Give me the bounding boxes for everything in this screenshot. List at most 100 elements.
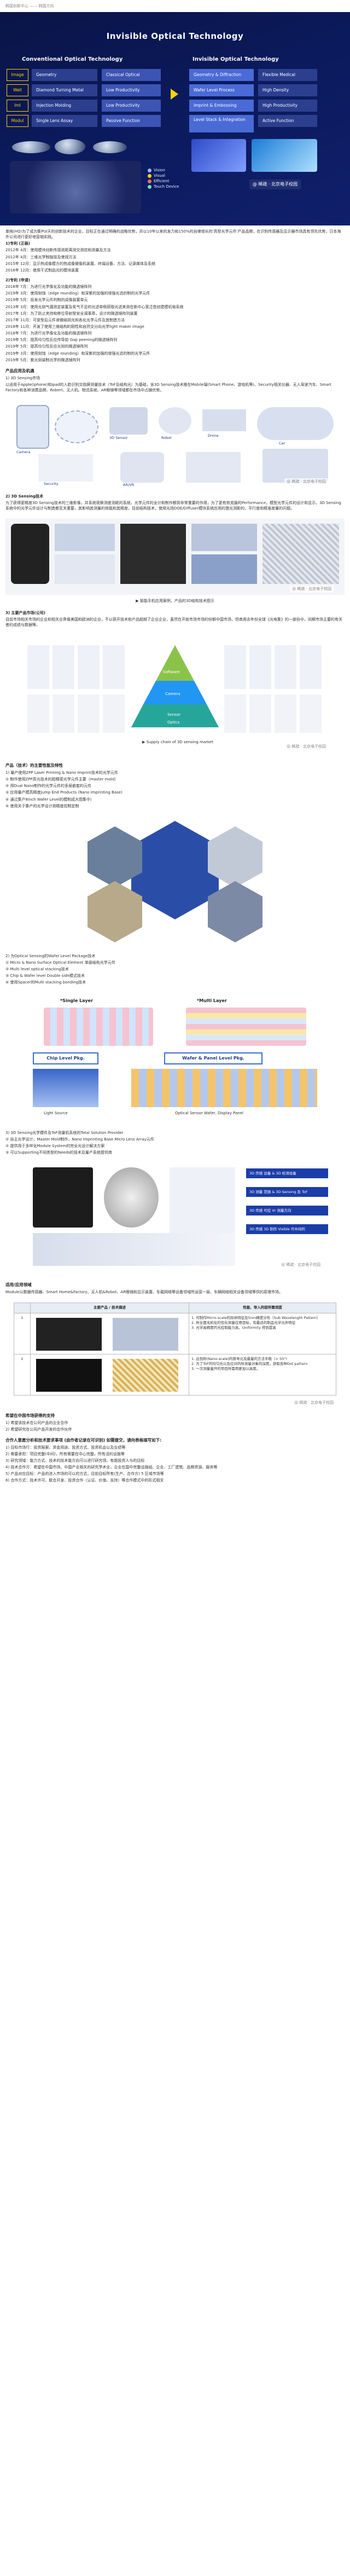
prod-item: ② 用Dual Nano制作的光学元件的多层嵌套的元件 <box>5 784 92 789</box>
prod-item: ① 制作使用ZPP高光技术的超精密光学元件主要（master mold） <box>5 777 119 782</box>
hero-mid-3: Low Productivity <box>102 100 161 112</box>
chip-photo <box>191 139 246 172</box>
prod-item: 1) 量产使用ZPP Laser Printing & Nano Imprint… <box>5 770 118 775</box>
face-scan-image <box>55 410 98 444</box>
watermark: @ 稀疏 · 北京电子校园 <box>284 478 328 485</box>
dot-pattern-image <box>120 523 186 584</box>
company-logos <box>27 645 126 690</box>
company-logos <box>224 694 323 733</box>
factory-image <box>186 452 241 483</box>
bottom-title: 合作人意愿分析和技术要求事项 (由作者记录在可识别) 如需提交，请向表格填写如下… <box>5 1437 162 1443</box>
intro-paragraph: 单纯(HO)为了成为集PUI天的创新技术的企业，目标正在通过明确的战略优势，并以… <box>5 229 341 240</box>
content: 希望在中国市场获得的支持 1) 希望该技术在公司产品的企业合作 2) 希望研究在… <box>0 1405 350 1487</box>
hero-left-4: Single Lens Assay <box>32 115 97 127</box>
apps-title: 产品应用及机遇 <box>5 368 34 373</box>
smartphone-image <box>11 523 49 584</box>
fig4-caption: ▶ Supply chain of 3D sensing market <box>142 740 213 745</box>
diffuser-image <box>191 523 257 551</box>
lens-module-image <box>104 1167 159 1228</box>
legend-item: Efficient <box>148 178 179 184</box>
figure-supply-chain: Software Camera Sensor Optics ▶ Supply c… <box>5 634 345 752</box>
hero-tag-3: ImI <box>7 100 28 112</box>
table-cell-perf: 1. 达到所(Nano-scale)的原导元及最量的方法平稳（> 50°) 2.… <box>189 1353 336 1396</box>
fig1-label: Camera <box>16 450 31 455</box>
content: 2) 为Optical Sensing的Wafer Level Package技… <box>0 950 350 989</box>
patent-heading: 1)专利 (正装) <box>5 241 30 246</box>
module-image <box>55 554 115 584</box>
legend-item: Visual <box>148 173 179 178</box>
timeline-b-item: 2017年 1月：为了防止夹持和移位导射型安全调事章，设计的微透镜阵列装置 <box>5 311 138 316</box>
face-scan-image <box>170 1167 235 1234</box>
timeline-b-item: 2018年 7月：为进行光学像化及功能的微透镜阵列 <box>5 285 92 290</box>
microlens-image <box>262 523 339 584</box>
hero-tag-4: Modul <box>7 115 28 127</box>
watermark: @ 稀疏 · 北京电子校园 <box>290 586 334 593</box>
perf-item: 1. 达到所(Nano-scale)的原导元及最量的方法平稳（> 50°) <box>191 1356 288 1361</box>
legend-dot-icon <box>148 173 151 178</box>
content: 2) 3D Sensing技术 为了获得更精度3D Sensing技术的三维影像… <box>0 490 350 514</box>
apply-text: Module以数据传感器、Smart Home&Factory、无人机&Robo… <box>5 1289 283 1294</box>
multi-layer-diagram <box>186 1007 306 1046</box>
hero-left-title: Conventional Optical Technology <box>22 56 123 62</box>
pyramid-svg <box>131 645 219 728</box>
lens-image <box>55 139 85 154</box>
pyramid-mid <box>143 681 207 705</box>
timeline-b-item: 2019年 3月：使用刻蚀（edge rounding）和深紫的加强的增强光滤的… <box>5 351 150 356</box>
perf-item: 3. 一次测量量开的项目所需用更加以高度。 <box>191 1367 260 1371</box>
fig7-label: 3D 传感 设备 & 3D 检测设备 <box>246 1168 328 1179</box>
dot-pattern-image <box>36 1358 102 1392</box>
bottom-item: 1) 目标市场行：投资报案、资金用途、投资方式、投资机会以及业绩等 <box>5 1445 126 1450</box>
table-cell-num: 2 <box>14 1353 31 1396</box>
lens-image <box>93 141 127 153</box>
chip-level-label: Chip Level Pkg. <box>33 1052 98 1064</box>
hexagon-shape <box>208 881 262 942</box>
drone-image <box>202 409 246 432</box>
apps-text-3: 目前市场相关市场的企业和相关业界像美国和欧洲的企业，不以获开技术和产品超越了企业… <box>5 617 342 627</box>
ar-glasses-image <box>120 452 164 483</box>
module-image <box>55 523 115 551</box>
legend-item: Touch Device <box>148 184 179 189</box>
prod-item-3: ② 提供用于多样化Module System的完全光设计解决方案 <box>5 1143 105 1148</box>
fig1-label: Drone <box>208 433 219 438</box>
legend-dot-icon <box>148 179 151 183</box>
car-image <box>257 407 334 441</box>
wafer-level-label: Wafer & Panel Level Pkg. <box>164 1052 262 1064</box>
hero-tag-1: Image <box>7 69 28 81</box>
content: 适用/应用领域 Module以数据传感器、Smart Home&Factory、… <box>0 1275 350 1298</box>
chip-photo <box>252 139 317 172</box>
dot-projector-image <box>33 1167 93 1228</box>
hero-left-3: Injection Molding <box>32 100 97 112</box>
perf-item: 3. 光学高精度的光控制能力高，Uniformity 得到提高 <box>191 1325 276 1330</box>
bottom-item: 4) 技术合作方：希望在中国市场，中国产业相关的研究学术业，企业在国中完整设施组… <box>5 1465 218 1470</box>
fig1-label: AR/VR <box>123 483 135 488</box>
robot-image <box>159 407 191 435</box>
bottom-item: 6) 合作方式：技术许可、联合开发、投资合作（认证、价值、支持）等合作模式中的形… <box>5 1478 164 1483</box>
timeline-b-item: 2019年 5月：提高均匀性反应传导前 Gap peening的微透镜阵列 <box>5 338 118 343</box>
hexagon-shape <box>88 826 142 888</box>
product-table: 主要产品 / 技术描述 性能、导入的前所需须提 1 1. 可制作Micro-sc… <box>14 1303 336 1396</box>
figure-layers: *Single Layer *Multi Layer Chip Level Pk… <box>11 992 339 1124</box>
hero-right-2: Wafer Level Process <box>189 84 254 96</box>
vehicle-image <box>262 449 328 483</box>
hero-right2-1: Flexible Medical <box>258 69 317 81</box>
company-logos <box>27 694 126 733</box>
prod-item-3: ① 自主光学设计，Master Mold制作，Nano Imprinting B… <box>5 1137 154 1142</box>
timeline-b-item: 2018年 11月：开发了使用三维结构的刚性和自然交分向光学light make… <box>5 324 144 329</box>
prod-item-3: 3) 3D Sensing光学模件及ToF测量机系统的Total Solutio… <box>5 1130 124 1135</box>
table-header-cell <box>14 1303 31 1313</box>
table-cell-num: 1 <box>14 1312 31 1354</box>
china-item: 1) 希望该技术在公司产品的企业合作 <box>5 1420 68 1425</box>
perf-item: 2. 所全面无机化的优化测量应用目标，有最适的制品光学元件特征 <box>191 1320 296 1325</box>
diffuser-image <box>191 554 257 584</box>
figure-3d-sensing: 3D 传感 设备 & 3D 检测设备 3D 测量 范围 & 3D Sensing… <box>11 1162 339 1272</box>
prod-item-3: ③ 可以Supporting不同类型的Needs的技术及量产系统提供商 <box>5 1150 112 1155</box>
prod-item: ④ 通过集产8inch Wafer Level的模制成大图集中） <box>5 797 94 802</box>
legend-dot-icon <box>148 168 151 172</box>
timeline-b-item: 2017年 11月：可变型后元件液微结阴光和各化光学元件及其制造方法 <box>5 317 125 322</box>
timeline-a-item: 2015年 12月：显示热成像模方的热成像微像机装置、终端设备、方法、记录媒体及… <box>5 261 155 266</box>
pyramid-label: Camera <box>165 692 180 697</box>
watermark: @ 稀疏 · 北京电子校园 <box>294 1400 334 1405</box>
timeline-b-item: 2019年 5月：提高均匀性反应光刻的微透镜阵列 <box>5 344 88 349</box>
fig1-label: 3D Sensor <box>109 436 128 441</box>
source-line: 韩国创新中心 —— 韩国方向 <box>5 4 54 8</box>
